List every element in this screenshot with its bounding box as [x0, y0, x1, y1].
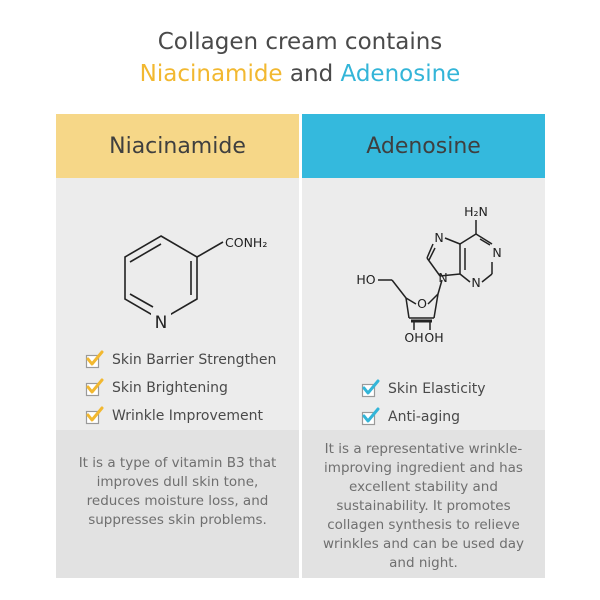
adenosine-header: Adenosine: [302, 114, 545, 178]
benefit-item: Skin Barrier Strengthen: [84, 346, 276, 374]
niacinamide-header: Niacinamide: [56, 114, 299, 178]
ring-oxygen-label: O: [417, 296, 427, 311]
adenosine-column: Adenosine: [302, 114, 545, 578]
n3-label: N: [471, 275, 480, 290]
title-conjunction: and: [282, 61, 341, 87]
checkbox-checked-icon: [361, 379, 380, 398]
benefit-label: Wrinkle Improvement: [112, 408, 263, 424]
niacinamide-structure: N CONH₂: [124, 235, 267, 333]
title-ingredient-niacinamide: Niacinamide: [139, 61, 283, 87]
niacinamide-description: It is a type of vitamin B3 that improves…: [56, 430, 299, 578]
benefit-label: Skin Elasticity: [388, 381, 486, 397]
n7-label: N: [434, 230, 443, 245]
title-ingredient-adenosine: Adenosine: [340, 61, 461, 87]
adenosine-description: It is a representative wrinkle-improving…: [302, 430, 545, 578]
adenosine-benefits: Skin Elasticity Anti-aging: [360, 375, 486, 431]
checkbox-checked-icon: [85, 406, 104, 425]
adenosine-body: H₂N N N N N O HO OH OH Skin Elasticity: [302, 178, 545, 430]
title-line-1: Collagen cream contains: [157, 29, 443, 55]
hydroxyl-label-3: OH: [424, 330, 443, 345]
pyridine-ring: [124, 235, 198, 321]
checkbox-checked-icon: [361, 407, 380, 426]
benefit-label: Skin Brightening: [112, 380, 228, 396]
benefit-item: Skin Elasticity: [360, 375, 486, 403]
title-line-2: Niacinamide and Adenosine: [0, 58, 600, 90]
benefit-label: Skin Barrier Strengthen: [112, 352, 277, 368]
niacinamide-column: Niacinamide N CONH₂ Skin Barrier Strengt…: [56, 114, 299, 578]
n9-label: N: [438, 270, 447, 285]
niacinamide-body: N CONH₂ Skin Barrier Strengthen Skin Bri…: [56, 178, 299, 430]
checkbox-checked-icon: [85, 350, 104, 369]
benefit-label: Anti-aging: [388, 409, 460, 425]
hydroxyl-label-2: OH: [404, 330, 423, 345]
amine-label: H₂N: [464, 204, 488, 219]
benefit-item: Wrinkle Improvement: [84, 402, 276, 430]
page-title: Collagen cream contains Niacinamide and …: [0, 26, 600, 90]
benefit-item: Anti-aging: [360, 403, 486, 431]
carboxamide-label: CONH₂: [225, 235, 267, 250]
ring-nitrogen-label: N: [155, 313, 168, 333]
adenosine-structure: H₂N N N N N O HO OH OH: [356, 204, 501, 345]
n1-label: N: [492, 245, 501, 260]
checkbox-checked-icon: [85, 378, 104, 397]
hydroxyl-label: HO: [356, 272, 375, 287]
niacinamide-benefits: Skin Barrier Strengthen Skin Brightening…: [84, 346, 276, 430]
benefit-item: Skin Brightening: [84, 374, 276, 402]
